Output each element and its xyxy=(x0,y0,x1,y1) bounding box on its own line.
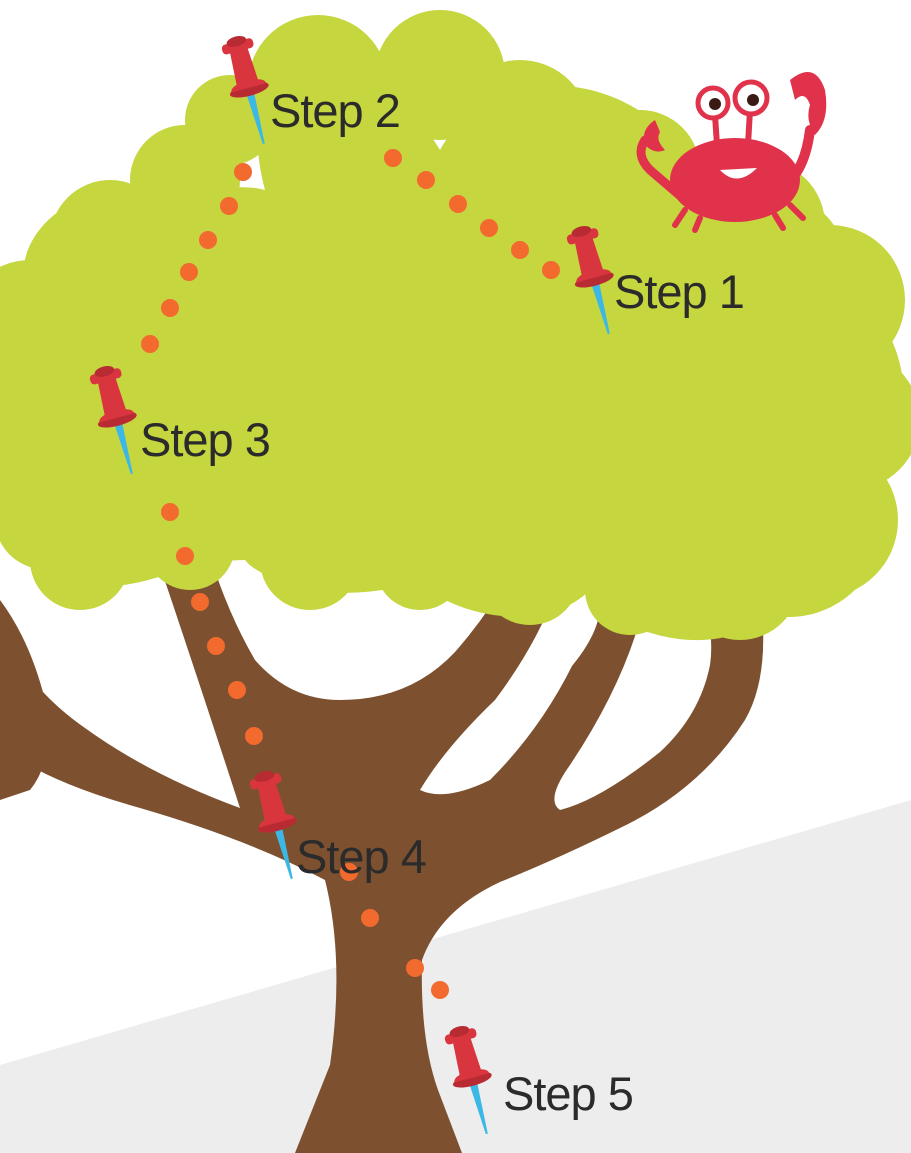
step-5-label: Step 5 xyxy=(503,1067,633,1120)
path-dot xyxy=(161,299,179,317)
path-dot xyxy=(384,149,402,167)
step-2-label: Step 2 xyxy=(270,84,400,137)
path-dot xyxy=(542,261,560,279)
tree-canopy xyxy=(0,10,911,640)
path-dot xyxy=(207,637,225,655)
path-dot xyxy=(191,593,209,611)
path-dot xyxy=(480,219,498,237)
step-3-label: Step 3 xyxy=(140,413,270,466)
path-dot xyxy=(220,197,238,215)
path-dot xyxy=(511,241,529,259)
step-1-label: Step 1 xyxy=(614,265,744,318)
path-dot xyxy=(406,959,424,977)
path-dot xyxy=(417,171,435,189)
path-dot xyxy=(245,727,263,745)
path-dot xyxy=(141,335,159,353)
path-dot xyxy=(361,909,379,927)
path-dot xyxy=(176,547,194,565)
path-dot xyxy=(199,231,217,249)
path-dot xyxy=(180,263,198,281)
path-dot xyxy=(449,195,467,213)
path-dot xyxy=(161,503,179,521)
step-4-label: Step 4 xyxy=(296,830,426,883)
path-dot xyxy=(431,981,449,999)
path-dot xyxy=(228,681,246,699)
path-dot xyxy=(234,163,252,181)
